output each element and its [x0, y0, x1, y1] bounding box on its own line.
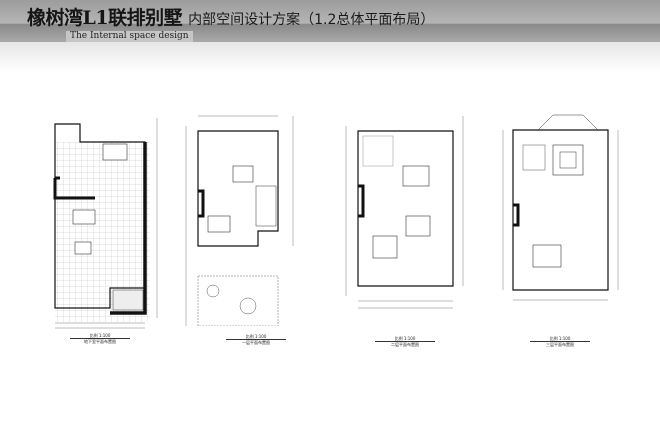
page-subtitle: 内部空间设计方案（1.2总体平面布局）	[188, 12, 435, 28]
plan-title: 二层平面布置图	[391, 342, 419, 347]
header-fade	[0, 42, 660, 72]
title-row: 橡树湾L1联排别墅 内部空间设计方案（1.2总体平面布局）	[27, 7, 434, 29]
plan-scale: 比例 1:100	[70, 333, 130, 339]
plan-title: 地下室平面布置图	[84, 339, 116, 344]
floor-plan-first	[185, 115, 294, 326]
plan-scale: 比例 1:100	[226, 334, 286, 340]
plan-title: 三层平面布置图	[546, 342, 574, 347]
plan-scale: 比例 1:100	[530, 336, 590, 342]
plan-title: 一层平面布置图	[242, 340, 270, 345]
english-subtitle: The Internal space design	[66, 31, 193, 42]
page-title: 橡树湾L1联排别墅	[27, 7, 183, 29]
floor-plan-basement	[53, 118, 158, 329]
plan-scale: 比例 1:100	[375, 336, 435, 342]
floor-plan-second	[345, 116, 464, 309]
floor-plan-third	[502, 114, 619, 301]
